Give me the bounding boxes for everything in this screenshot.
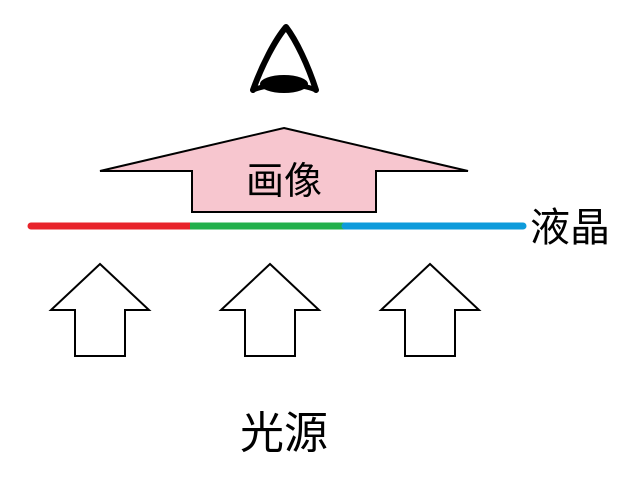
eye-pupil bbox=[260, 75, 308, 93]
light-source-label: 光源 bbox=[240, 408, 328, 459]
liquid-crystal-label: 液晶 bbox=[530, 205, 610, 251]
light-arrow-right bbox=[378, 262, 482, 357]
eye-icon bbox=[250, 24, 319, 93]
image-arrow bbox=[99, 126, 469, 213]
light-arrow-middle bbox=[218, 262, 322, 357]
light-arrow-left bbox=[48, 262, 152, 357]
eye-outline bbox=[250, 24, 319, 93]
image-label: 画像 bbox=[246, 159, 322, 203]
